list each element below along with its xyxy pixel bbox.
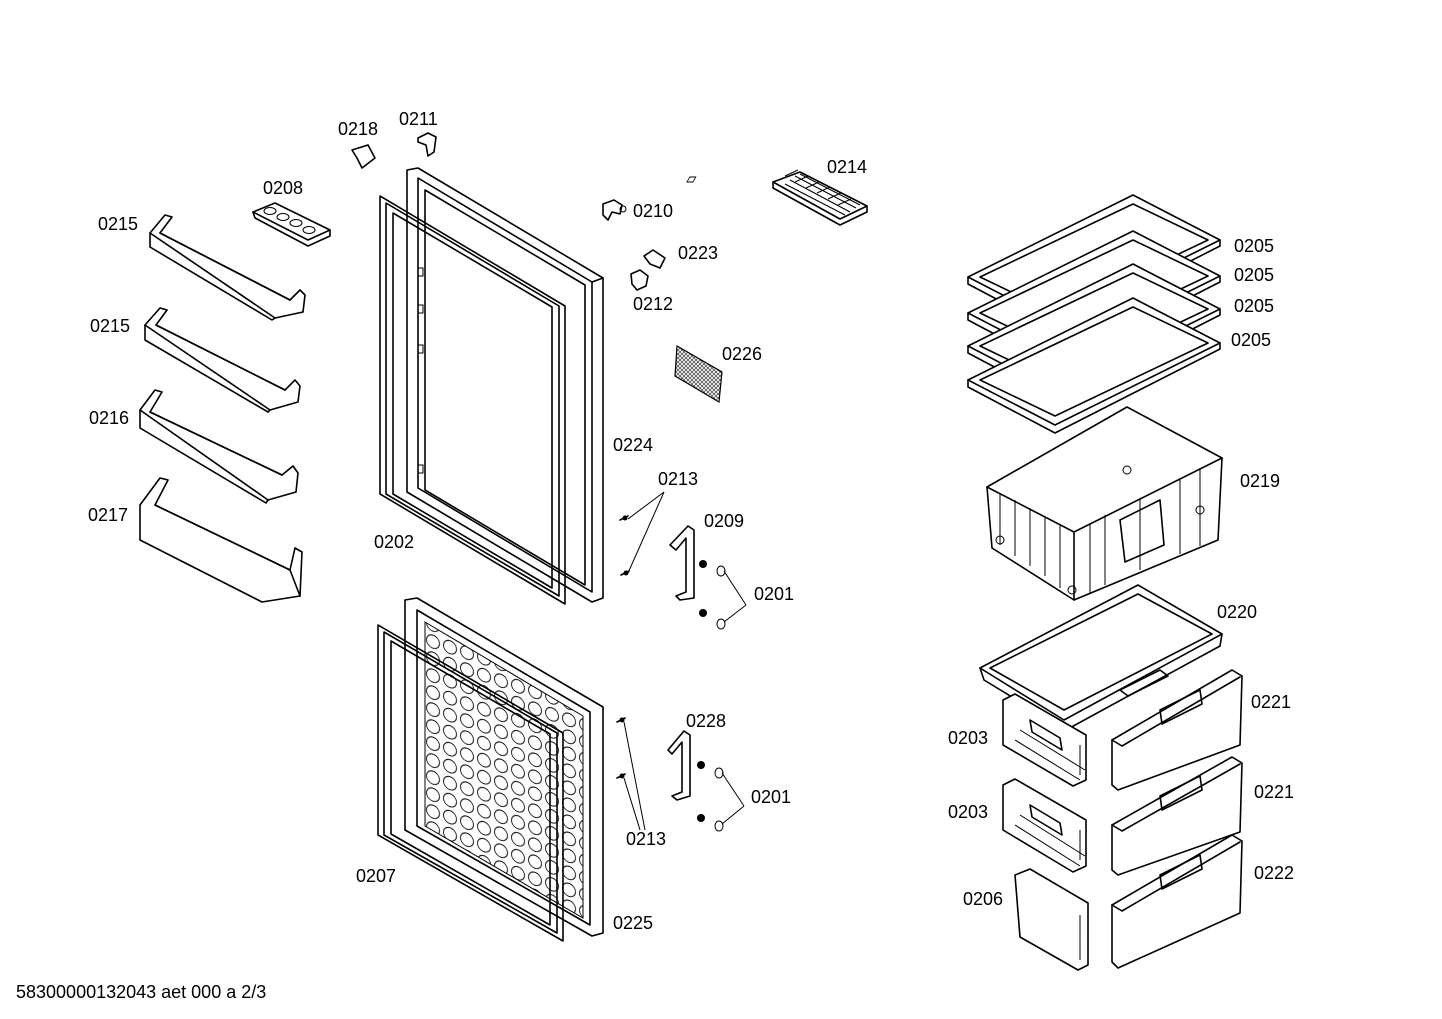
leader-0213-lower	[623, 721, 646, 831]
label-0212: 0212	[633, 294, 673, 314]
label-0221-b: 0221	[1254, 782, 1294, 802]
crisper-box-0219	[986, 406, 1223, 601]
hinge-0210	[602, 199, 627, 221]
label-0220: 0220	[1217, 602, 1257, 622]
lower-door-gasket-0207	[377, 624, 564, 942]
label-0224: 0224	[613, 435, 653, 455]
label-0219: 0219	[1240, 471, 1280, 491]
leader-0201-upper	[723, 570, 747, 623]
label-0214: 0214	[827, 157, 867, 177]
drawer-front-0222	[1111, 834, 1243, 969]
label-0213-a: 0213	[658, 469, 698, 489]
label-0201-b: 0201	[751, 787, 791, 807]
label-0221-a: 0221	[1251, 692, 1291, 712]
label-0215-a: 0215	[98, 214, 138, 234]
bracket-0212	[630, 269, 649, 291]
label-0216: 0216	[89, 408, 129, 428]
bottle-shelf-0217	[139, 477, 303, 603]
filter-0226	[674, 344, 723, 403]
label-0208: 0208	[263, 178, 303, 198]
egg-tray-0208	[252, 202, 331, 247]
glass-shelves-0205	[967, 194, 1221, 434]
drawer-0203-top	[1002, 693, 1087, 787]
label-0222: 0222	[1254, 863, 1294, 883]
drawer-front-0221-mid	[1111, 756, 1243, 876]
door-shelf-0215-mid	[144, 307, 301, 413]
label-0215-b: 0215	[90, 316, 130, 336]
door-shelf-0216	[139, 389, 299, 504]
drawer-front-0221-top	[1111, 669, 1243, 791]
lower-door-0225	[404, 597, 604, 937]
label-0206: 0206	[963, 889, 1003, 909]
drawer-0203-mid	[1002, 778, 1087, 873]
upper-door-0224	[406, 167, 604, 603]
label-0202: 0202	[374, 532, 414, 552]
leader-0213-upper	[627, 491, 665, 574]
label-0207: 0207	[356, 866, 396, 886]
screws-0201-lower	[697, 761, 724, 832]
label-0203-b: 0203	[948, 802, 988, 822]
hinge-cover-0218	[351, 144, 376, 169]
label-0217: 0217	[88, 505, 128, 525]
label-0209: 0209	[704, 511, 744, 531]
screws-0201-upper	[699, 560, 726, 630]
label-0225: 0225	[613, 913, 653, 933]
label-0205-d: 0205	[1231, 330, 1271, 350]
door-shelf-0215-top	[149, 214, 306, 321]
ice-tray-0214	[686, 169, 868, 226]
handle-0209	[669, 525, 695, 601]
document-id: 58300000132043 aet 000 a 2/3	[16, 982, 266, 1002]
label-0210: 0210	[633, 201, 673, 221]
label-0203-a: 0203	[948, 728, 988, 748]
label-0226: 0226	[722, 344, 762, 364]
handle-0228	[667, 730, 691, 801]
bracket-0223	[643, 249, 666, 269]
drawer-0206	[1014, 868, 1089, 971]
part-labels: 0218 0211 0208 0214 0215 0215 0216 0217 …	[88, 109, 1294, 933]
label-0205-c: 0205	[1234, 296, 1274, 316]
label-0228: 0228	[686, 711, 726, 731]
label-0223: 0223	[678, 243, 718, 263]
screw-0213-upper	[619, 515, 630, 576]
upper-door-gasket-0202	[379, 195, 566, 605]
label-0205-a: 0205	[1234, 236, 1274, 256]
label-0218: 0218	[338, 119, 378, 139]
leader-0201-lower	[721, 772, 745, 825]
label-0201-a: 0201	[754, 584, 794, 604]
screw-0213-lower	[616, 717, 626, 779]
label-0213-b: 0213	[626, 829, 666, 849]
label-0205-b: 0205	[1234, 265, 1274, 285]
hinge-part-0211	[417, 132, 437, 157]
label-0211: 0211	[399, 109, 438, 129]
